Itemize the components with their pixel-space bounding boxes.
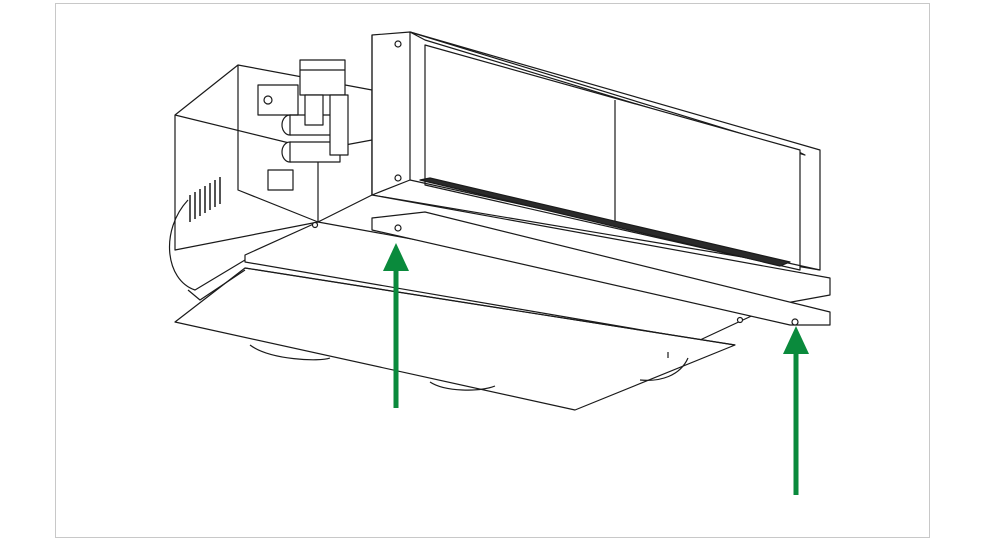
arrow-lift-right-bracket [783,326,809,495]
coil-cabinet [371,31,821,287]
arrow-shaft [793,352,799,495]
pipe-connections [257,59,349,191]
mounting-bracket [244,211,831,341]
arrow-shaft [393,269,399,408]
bottom-panel [174,267,736,411]
arrow-head [383,243,409,271]
arrow-lift-left-bracket [383,243,409,408]
arrow-head [783,326,809,354]
vent-grille [189,177,221,222]
fan-scroll [169,199,246,291]
arrow-group [383,243,809,495]
